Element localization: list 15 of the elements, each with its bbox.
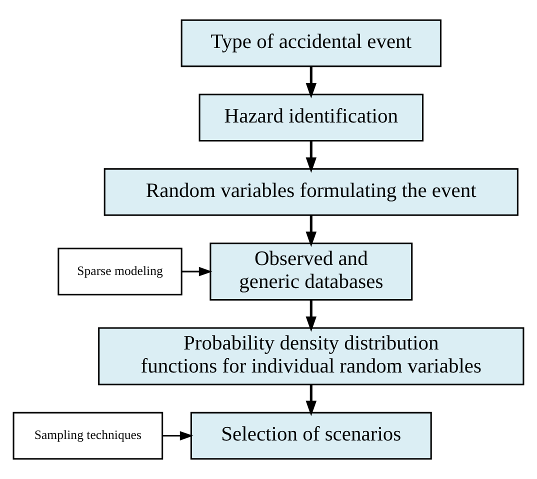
arrow [306, 384, 317, 416]
arrow [162, 431, 194, 440]
node-box: Sampling techniques [12, 412, 164, 460]
arrow [306, 215, 317, 248]
node-box: Sparse modeling [58, 248, 182, 296]
node-box: Selection of scenarios [190, 412, 432, 460]
arrow [306, 140, 317, 173]
arrow [182, 266, 212, 276]
node-box: Type of accidental event [180, 19, 442, 68]
node-box: Hazard identification [198, 94, 424, 142]
node-box: Probability density distribution functions for individual random variables [98, 327, 524, 386]
node-box: Random variables formulating the event [104, 168, 518, 216]
node-box: Observed and generic databases [210, 242, 413, 301]
arrow [306, 300, 317, 332]
arrow [306, 66, 317, 98]
